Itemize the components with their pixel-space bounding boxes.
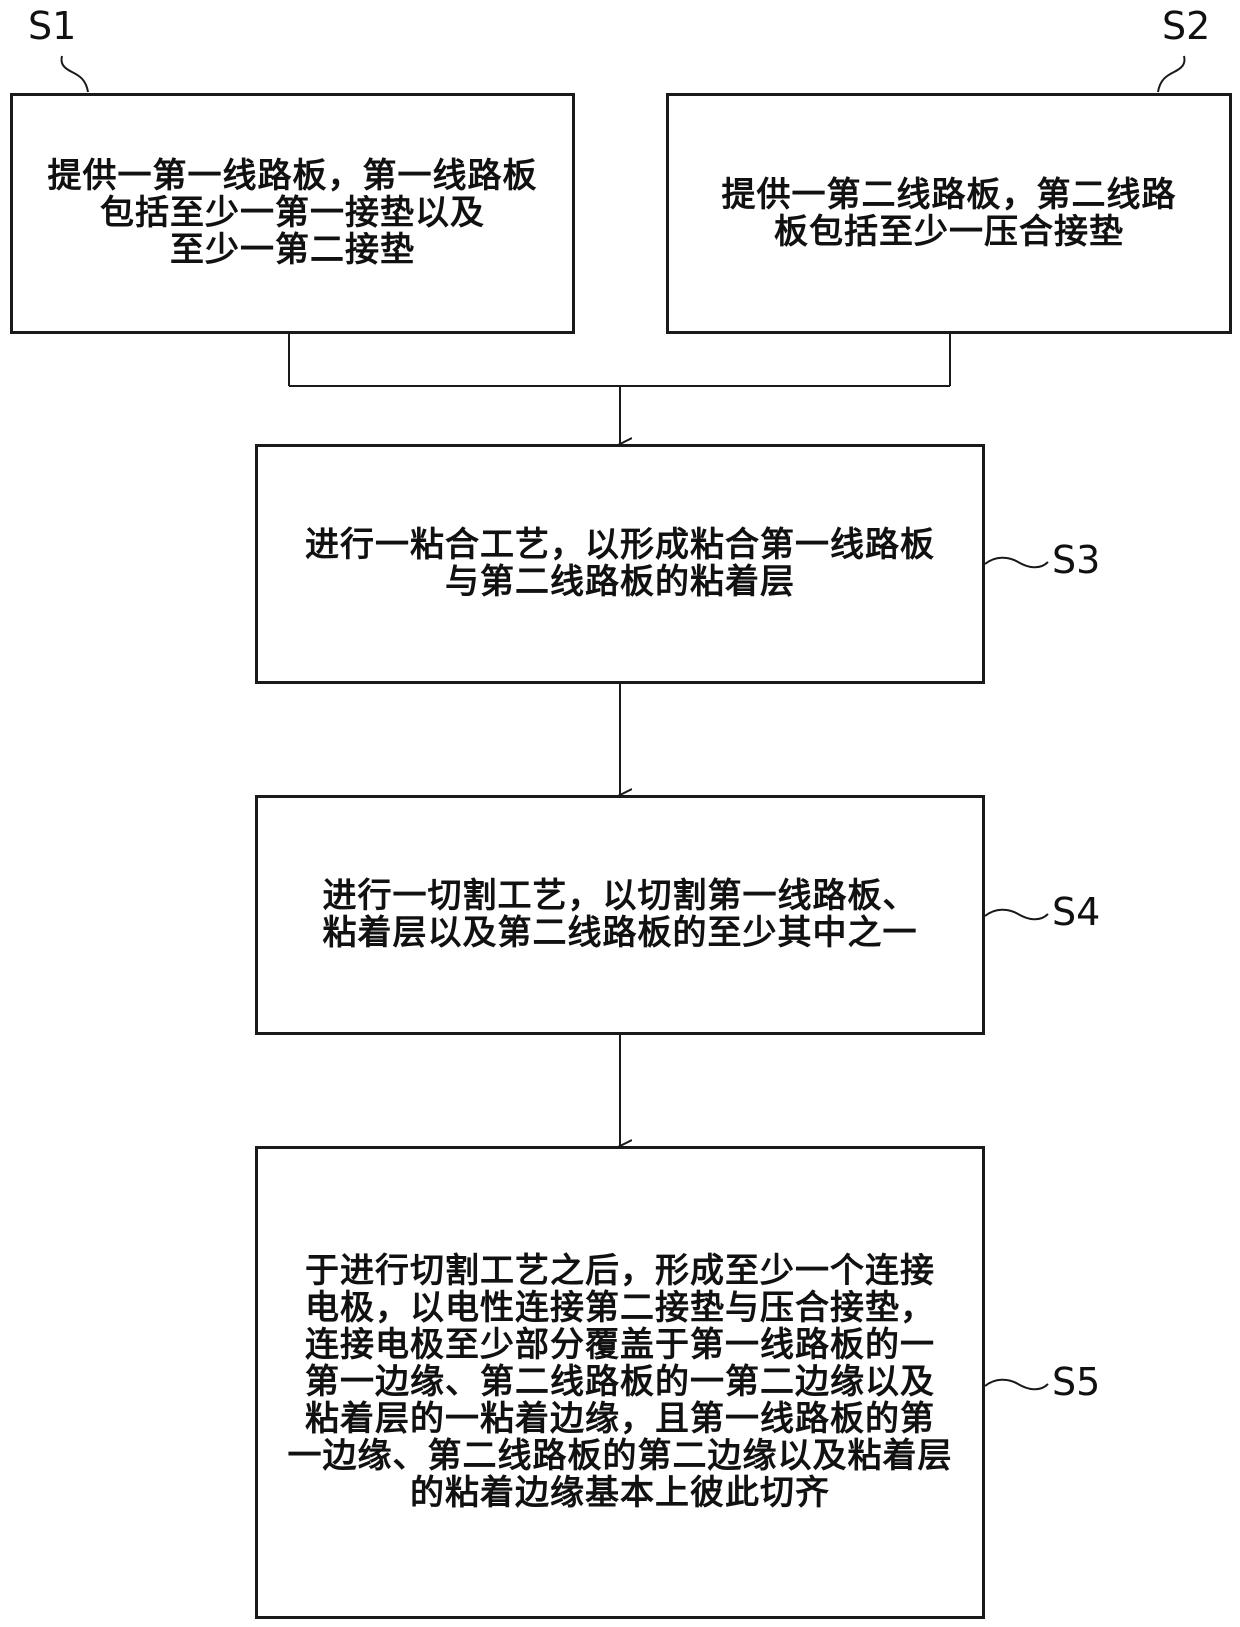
step-box-s3: 进行一粘合工艺，以形成粘合第一线路板 与第二线路板的粘着层	[255, 444, 985, 684]
step-s4-line: 进行一切割工艺，以切割第一线路板、	[323, 878, 918, 915]
step-s1-line: 提供一第一线路板，第一线路板	[48, 158, 538, 195]
step-s5-line: 的粘着边缘基本上彼此切齐	[288, 1475, 953, 1512]
step-s5-line: 粘着层的一粘着边缘，且第一线路板的第	[288, 1401, 953, 1438]
step-text-s4: 进行一切割工艺，以切割第一线路板、 粘着层以及第二线路板的至少其中之一	[323, 878, 918, 952]
leader-s4	[985, 910, 1048, 920]
step-box-s5: 于进行切割工艺之后，形成至少一个连接 电极，以电性连接第二接垫与压合接垫， 连接…	[255, 1146, 985, 1619]
step-s3-line: 进行一粘合工艺，以形成粘合第一线路板	[305, 527, 935, 564]
step-box-s2: 提供一第二线路板，第二线路 板包括至少一压合接垫	[666, 93, 1232, 334]
step-s1-line: 至少一第二接垫	[48, 232, 538, 269]
step-label-s5: S5	[1052, 1362, 1100, 1402]
leader-s1	[61, 56, 88, 92]
step-s5-line: 连接电极至少部分覆盖于第一线路板的一	[288, 1327, 953, 1364]
step-s5-line: 于进行切割工艺之后，形成至少一个连接	[288, 1253, 953, 1290]
leader-s5	[985, 1380, 1048, 1390]
step-text-s3: 进行一粘合工艺，以形成粘合第一线路板 与第二线路板的粘着层	[305, 527, 935, 601]
step-s5-line: 一边缘、第二线路板的第二边缘以及粘着层	[288, 1438, 953, 1475]
step-s4-line: 粘着层以及第二线路板的至少其中之一	[323, 915, 918, 952]
step-text-s1: 提供一第一线路板，第一线路板 包括至少一第一接垫以及 至少一第二接垫	[48, 158, 538, 269]
step-s2-line: 提供一第二线路板，第二线路	[722, 177, 1177, 214]
step-s5-line: 电极，以电性连接第二接垫与压合接垫，	[288, 1290, 953, 1327]
step-s2-line: 板包括至少一压合接垫	[722, 214, 1177, 251]
step-label-s2: S2	[1162, 6, 1210, 46]
leader-s2	[1158, 56, 1185, 92]
step-label-s1: S1	[28, 6, 76, 46]
step-box-s1: 提供一第一线路板，第一线路板 包括至少一第一接垫以及 至少一第二接垫	[10, 93, 575, 334]
leader-s3	[985, 558, 1048, 568]
step-label-s3: S3	[1052, 540, 1100, 580]
step-text-s2: 提供一第二线路板，第二线路 板包括至少一压合接垫	[722, 177, 1177, 251]
step-box-s4: 进行一切割工艺，以切割第一线路板、 粘着层以及第二线路板的至少其中之一	[255, 795, 985, 1035]
step-s1-line: 包括至少一第一接垫以及	[48, 195, 538, 232]
step-label-s4: S4	[1052, 892, 1100, 932]
step-s3-line: 与第二线路板的粘着层	[305, 564, 935, 601]
step-text-s5: 于进行切割工艺之后，形成至少一个连接 电极，以电性连接第二接垫与压合接垫， 连接…	[288, 1253, 953, 1512]
step-s5-line: 第一边缘、第二线路板的一第二边缘以及	[288, 1364, 953, 1401]
